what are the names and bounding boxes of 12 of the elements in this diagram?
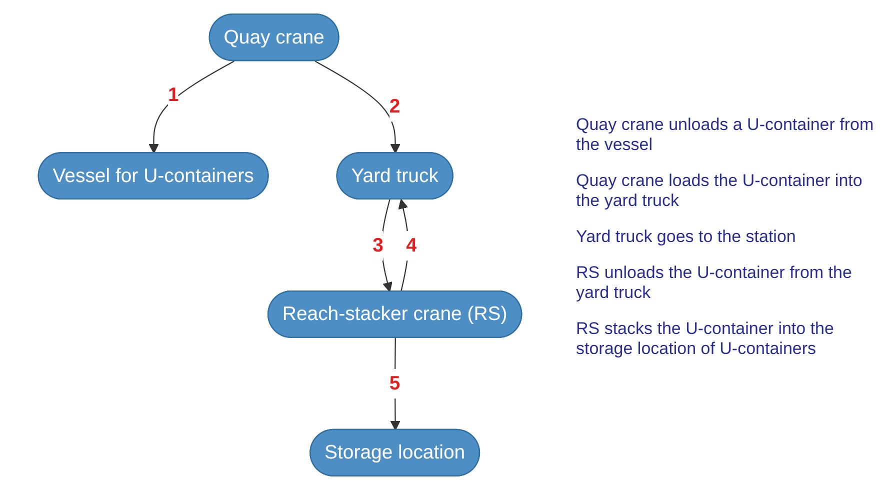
- arrow: [148, 60, 234, 154]
- step-note: Quay crane loads the U-container into the yard truck: [576, 171, 864, 211]
- edge-label: 1: [168, 84, 179, 106]
- step-note: Yard truck goes to the station: [576, 227, 797, 247]
- edge-label: 5: [389, 372, 400, 394]
- arrow: [314, 60, 400, 154]
- step-note: RS stacks the U-container into the storage location of U-containers: [576, 319, 835, 359]
- edge-label: 3: [372, 234, 384, 256]
- step-note: Quay crane unloads a U-container from the vessel: [576, 115, 875, 155]
- edge-label: 2: [389, 95, 400, 118]
- edge-label: 4: [406, 234, 417, 256]
- step-note: RS unloads the U-container from the yard truck: [576, 263, 853, 303]
